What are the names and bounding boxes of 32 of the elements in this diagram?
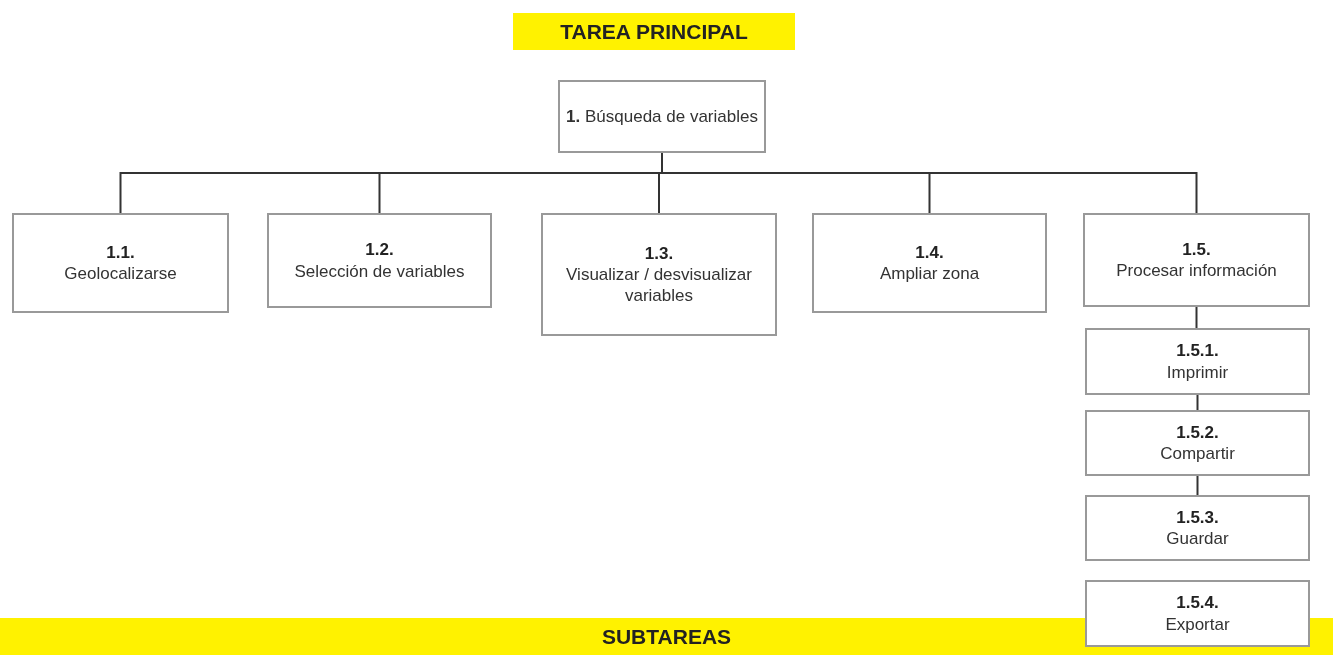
task-box — [541, 213, 777, 336]
task-number: 1.5.4. — [1176, 592, 1219, 614]
task-number: 1.1. — [106, 241, 135, 263]
task-box — [812, 213, 1047, 313]
connector-line — [1195, 306, 1198, 329]
task-label: Selección de variables — [294, 260, 465, 282]
task-box — [1085, 328, 1310, 395]
task-box — [1085, 495, 1310, 561]
task-label: Visualizar / desvisualizar variables — [565, 263, 753, 307]
task-number: 1.2. — [365, 239, 394, 261]
task-label: Procesar información — [1116, 260, 1277, 282]
connector-line — [1196, 394, 1199, 411]
task-label: Imprimir — [1166, 361, 1229, 383]
task-label: Ampliar zona — [879, 263, 980, 285]
task-label: Guardar — [1166, 528, 1229, 550]
task-label: Compartir — [1160, 443, 1235, 465]
task-number: 1.5.1. — [1176, 340, 1219, 362]
connector-line — [1196, 475, 1199, 496]
heading: TAREA PRINCIPAL — [513, 13, 795, 50]
task-box — [267, 213, 492, 308]
task-box — [1083, 213, 1310, 307]
task-number: 1.5. — [1182, 238, 1211, 260]
task-label: Geolocalizarse — [64, 263, 177, 285]
task-box — [1085, 580, 1310, 647]
task-number: 1.5.2. — [1176, 421, 1219, 443]
task-box — [12, 213, 229, 313]
task-number: 1.4. — [915, 241, 944, 263]
task-box — [558, 80, 766, 153]
task-label: 1. Búsqueda de variables — [566, 105, 758, 128]
task-number: 1.5.3. — [1176, 506, 1219, 528]
task-box — [1085, 410, 1310, 476]
task-number: 1.3. — [644, 242, 674, 264]
